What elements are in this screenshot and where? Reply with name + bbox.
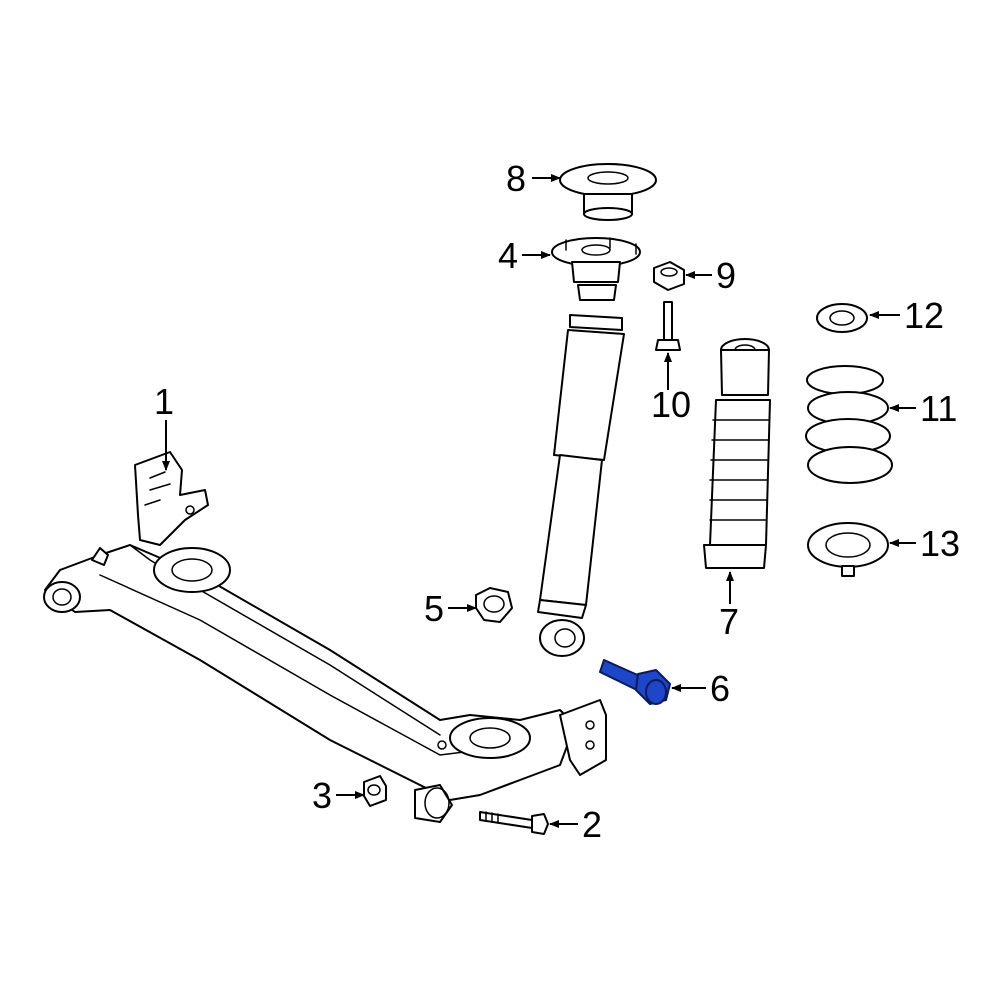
bushing-5-part[interactable] xyxy=(475,587,513,623)
callout-8: 8 xyxy=(506,158,526,199)
nut-9-part[interactable] xyxy=(653,261,685,291)
callout-13: 13 xyxy=(920,523,960,564)
callout-4: 4 xyxy=(498,235,518,276)
callout-12: 12 xyxy=(904,295,944,336)
bolt-6-part[interactable] xyxy=(599,659,671,705)
callout-6: 6 xyxy=(710,668,730,709)
coil-spring-part[interactable] xyxy=(805,365,893,484)
upper-mount-part[interactable] xyxy=(551,237,641,283)
axle-beam-part[interactable] xyxy=(43,451,607,823)
callout-9: 9 xyxy=(716,255,736,296)
upper-insulator-part[interactable] xyxy=(816,303,868,333)
bolt-10-part[interactable] xyxy=(655,301,681,351)
callout-11: 11 xyxy=(920,388,957,429)
upper-seat-part[interactable] xyxy=(559,163,657,221)
callout-5: 5 xyxy=(424,588,444,629)
callout-3: 3 xyxy=(312,775,332,816)
bolt-2-part[interactable] xyxy=(479,811,549,835)
shock-absorber-part xyxy=(537,284,625,657)
callout-7: 7 xyxy=(719,601,739,642)
callout-2: 2 xyxy=(582,804,602,845)
nut-3-part[interactable] xyxy=(363,775,387,807)
callout-1: 1 xyxy=(154,381,174,422)
dust-boot-part[interactable] xyxy=(703,338,771,569)
lower-insulator-part[interactable] xyxy=(807,522,889,577)
callout-10: 10 xyxy=(651,384,691,425)
